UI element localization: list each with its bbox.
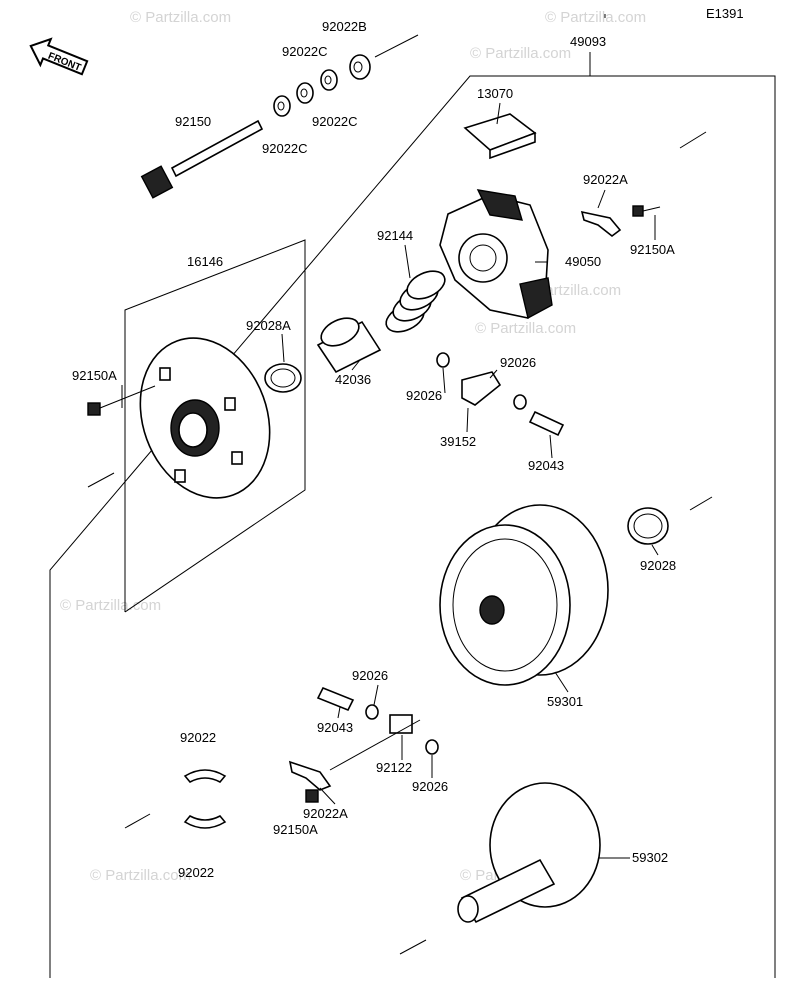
- assembly-outline: [49, 75, 776, 978]
- label-92026: 92026: [412, 779, 448, 794]
- part-labels: 49093 92022B 92022C 92022C 92022C 92150 …: [72, 19, 676, 880]
- pin-92043-top: [528, 410, 565, 437]
- label-92022B: 92022B: [322, 19, 367, 34]
- diagram-code: E1391: [706, 6, 744, 21]
- label-92022: 92022: [178, 865, 214, 880]
- label-92144: 92144: [377, 228, 413, 243]
- bolt-92150: [140, 119, 264, 199]
- plate-16146: [139, 337, 271, 499]
- sleeve-42036: [316, 317, 382, 374]
- label-59301: 59301: [547, 694, 583, 709]
- label-59302: 59302: [632, 850, 668, 865]
- washer-92022C: [273, 69, 338, 117]
- label-92043: 92043: [528, 458, 564, 473]
- plate-92022A-top: [580, 205, 661, 238]
- label-92026: 92026: [406, 388, 442, 403]
- label-92150A: 92150A: [72, 368, 117, 383]
- label-92026: 92026: [352, 668, 388, 683]
- label-49093: 49093: [570, 34, 606, 49]
- label-92150A: 92150A: [273, 822, 318, 837]
- label-92150: 92150: [175, 114, 211, 129]
- label-92028: 92028: [640, 558, 676, 573]
- watermark: © Partzilla.com: [470, 45, 571, 62]
- drum-59301: [439, 504, 609, 686]
- collar-92026: [425, 739, 439, 755]
- label-92022C: 92022C: [312, 114, 358, 129]
- label-92022C: 92022C: [282, 44, 328, 59]
- front-arrow-icon: FRONT: [29, 37, 89, 76]
- sheave-59302: [457, 782, 601, 924]
- watermark: © Partzilla.com: [130, 9, 231, 26]
- sub-assembly-outline: [124, 239, 306, 613]
- bushing-92028A: [264, 363, 302, 393]
- label-92022A: 92022A: [583, 172, 628, 187]
- watermark: © Partzilla.com: [545, 9, 646, 26]
- label-92043: 92043: [317, 720, 353, 735]
- pin-92043-low: [316, 686, 355, 712]
- collar-92026: [365, 704, 379, 720]
- spring-92144: [385, 270, 446, 333]
- label-92150A: 92150A: [630, 242, 675, 257]
- bolt-92150A-left: [87, 385, 156, 416]
- label-39152: 39152: [440, 434, 476, 449]
- label-92026: 92026: [500, 355, 536, 370]
- label-92022: 92022: [180, 730, 216, 745]
- label-16146: 16146: [187, 254, 223, 269]
- label-92028A: 92028A: [246, 318, 291, 333]
- label-49050: 49050: [565, 254, 601, 269]
- label-42036: 42036: [335, 372, 371, 387]
- label-92022A: 92022A: [303, 806, 348, 821]
- block-13070: [463, 113, 537, 160]
- watermark: © Partzilla.com: [475, 320, 576, 337]
- bushing-92028: [627, 507, 669, 545]
- weight-39152: [436, 352, 527, 410]
- leader-lines: [121, 14, 659, 859]
- spider-49050: [439, 189, 553, 320]
- watermark-layer: © Partzilla.com © Partzilla.com © Partzi…: [60, 9, 646, 884]
- direction-marks: [87, 131, 713, 955]
- plate-92022A-low: [288, 760, 332, 803]
- watermark: © Partzilla.com: [90, 867, 191, 884]
- label-92122: 92122: [376, 760, 412, 775]
- shim-92022: [183, 769, 227, 829]
- label-92022C: 92022C: [262, 141, 308, 156]
- watermark: © Partzilla.com: [60, 597, 161, 614]
- washer-92022B: [349, 54, 371, 80]
- label-13070: 13070: [477, 86, 513, 101]
